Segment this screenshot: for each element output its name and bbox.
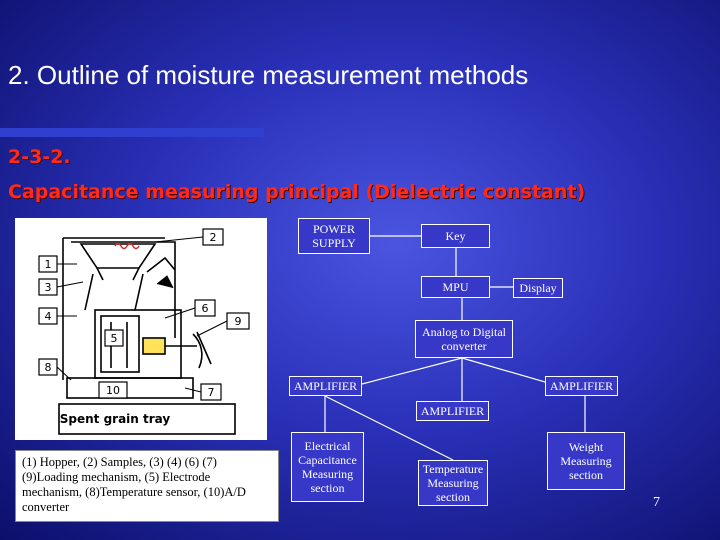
apparatus-figure: 1 2 3 4 5 6 7 8 9 10 Spent grain tray xyxy=(15,218,267,440)
apparatus-number-10: 10 xyxy=(106,384,120,397)
slide-title: 2. Outline of moisture measurement metho… xyxy=(8,60,529,90)
capacitance-section-block: Electrical Capacitance Measuring section xyxy=(291,432,364,502)
temperature-section-block: Temperature Measuring section xyxy=(418,460,488,506)
apparatus-number-2: 2 xyxy=(210,231,217,244)
section-number: 2-3-2. xyxy=(8,146,71,168)
amplifier-center-block: AMPLIFIER xyxy=(416,401,489,421)
apparatus-number-7: 7 xyxy=(208,386,215,399)
key-block: Key xyxy=(421,224,490,248)
apparatus-caption: (1) Hopper, (2) Samples, (3) (4) (6) (7)… xyxy=(15,450,279,522)
apparatus-number-3: 3 xyxy=(45,281,52,294)
adc-block: Analog to Digital converter xyxy=(415,320,513,358)
apparatus-number-1: 1 xyxy=(45,258,52,271)
apparatus-number-8: 8 xyxy=(45,361,52,374)
weight-section-block: Weight Measuring section xyxy=(547,432,625,490)
apparatus-number-5: 5 xyxy=(111,332,118,345)
spent-grain-tray-label: Spent grain tray xyxy=(60,412,171,426)
amplifier-left-block: AMPLIFIER xyxy=(289,376,362,396)
section-heading: Capacitance measuring principal (Dielect… xyxy=(8,181,586,203)
display-block: Display xyxy=(513,278,563,298)
mpu-block: MPU xyxy=(421,276,490,298)
amplifier-right-block: AMPLIFIER xyxy=(545,376,618,396)
apparatus-number-6: 6 xyxy=(202,302,209,315)
apparatus-drawing: 1 2 3 4 5 6 7 8 9 10 Spent grain tray xyxy=(38,228,250,435)
power-supply-block: POWER SUPPLY xyxy=(298,218,370,254)
apparatus-number-9: 9 xyxy=(235,315,242,328)
title-underline xyxy=(0,128,264,137)
page-number: 7 xyxy=(653,495,660,510)
apparatus-number-4: 4 xyxy=(45,310,52,323)
